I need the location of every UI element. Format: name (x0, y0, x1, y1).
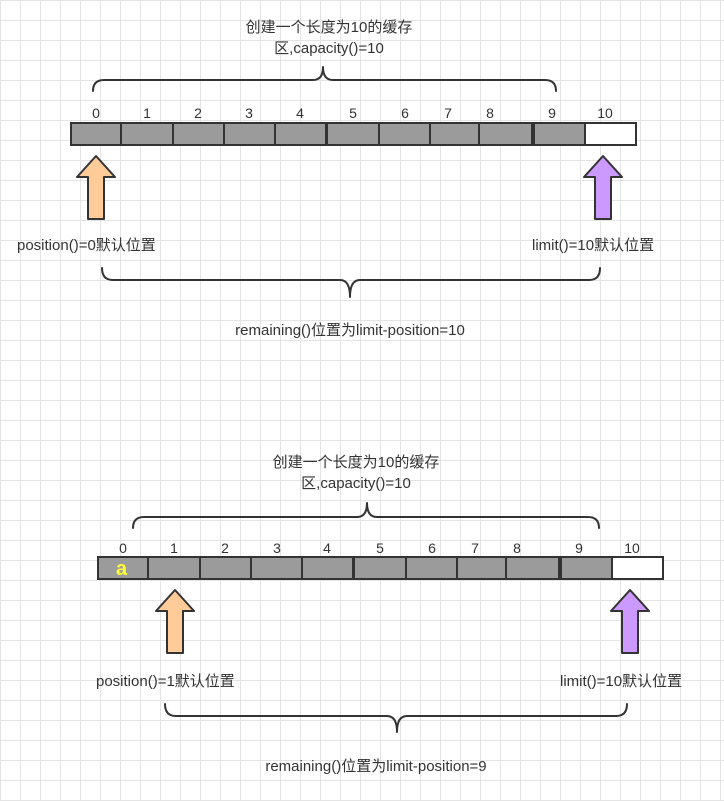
buffer-cell-filled (274, 122, 327, 146)
index-label: 1 (143, 105, 151, 121)
buffer-cell-written: a (97, 556, 149, 580)
index-label: 3 (245, 105, 253, 121)
remaining-label: remaining()位置为limit-position=9 (265, 758, 487, 775)
position-label: position()=1默认位置 (96, 673, 235, 690)
index-label: 5 (376, 540, 384, 556)
index-label: 7 (444, 105, 452, 121)
index-label: 10 (597, 105, 613, 121)
buffer-cell-filled (533, 122, 586, 146)
index-label: 4 (296, 105, 304, 121)
curly-brace-icon (164, 703, 628, 733)
curly-brace-icon (101, 267, 601, 298)
buffer-cell-filled (70, 122, 122, 146)
index-label: 2 (221, 540, 229, 556)
index-label: 2 (194, 105, 202, 121)
index-label: 7 (471, 540, 479, 556)
buffer-cell-filled (147, 556, 201, 580)
index-label: 6 (428, 540, 436, 556)
index-label: 8 (486, 105, 494, 121)
buffer-cell-filled (456, 556, 507, 580)
written-value: a (116, 558, 128, 580)
index-label: 3 (273, 540, 281, 556)
buffer-cell-empty (584, 122, 637, 146)
diagram-title-line2: 区,capacity()=10 (301, 475, 411, 492)
up-arrow-icon (610, 589, 650, 654)
up-arrow-icon (583, 155, 623, 220)
diagram-title-line1: 创建一个长度为10的缓存 (245, 19, 413, 36)
up-arrow-icon (155, 589, 195, 654)
index-label: 9 (548, 105, 556, 121)
index-label: 1 (170, 540, 178, 556)
limit-label: limit()=10默认位置 (560, 673, 683, 690)
diagram-title-line2: 区,capacity()=10 (274, 40, 384, 57)
index-label: 8 (513, 540, 521, 556)
index-label: 0 (119, 540, 127, 556)
curly-brace-icon (132, 502, 600, 529)
buffer-cell-empty (611, 556, 664, 580)
buffer-cell-filled (478, 122, 533, 146)
position-label: position()=0默认位置 (17, 237, 156, 254)
curly-brace-icon (92, 66, 557, 92)
remaining-label: remaining()位置为limit-position=10 (235, 322, 465, 339)
limit-label: limit()=10默认位置 (532, 237, 655, 254)
diagram-title-line1: 创建一个长度为10的缓存 (272, 454, 440, 471)
index-label: 6 (401, 105, 409, 121)
up-arrow-icon (76, 155, 116, 220)
index-label: 5 (349, 105, 357, 121)
buffer-cell-filled (250, 556, 303, 580)
index-label: 9 (575, 540, 583, 556)
buffer-cell-filled (172, 122, 225, 146)
buffer-cell-filled (505, 556, 560, 580)
index-label: 10 (624, 540, 640, 556)
index-label: 0 (92, 105, 100, 121)
index-label: 4 (323, 540, 331, 556)
